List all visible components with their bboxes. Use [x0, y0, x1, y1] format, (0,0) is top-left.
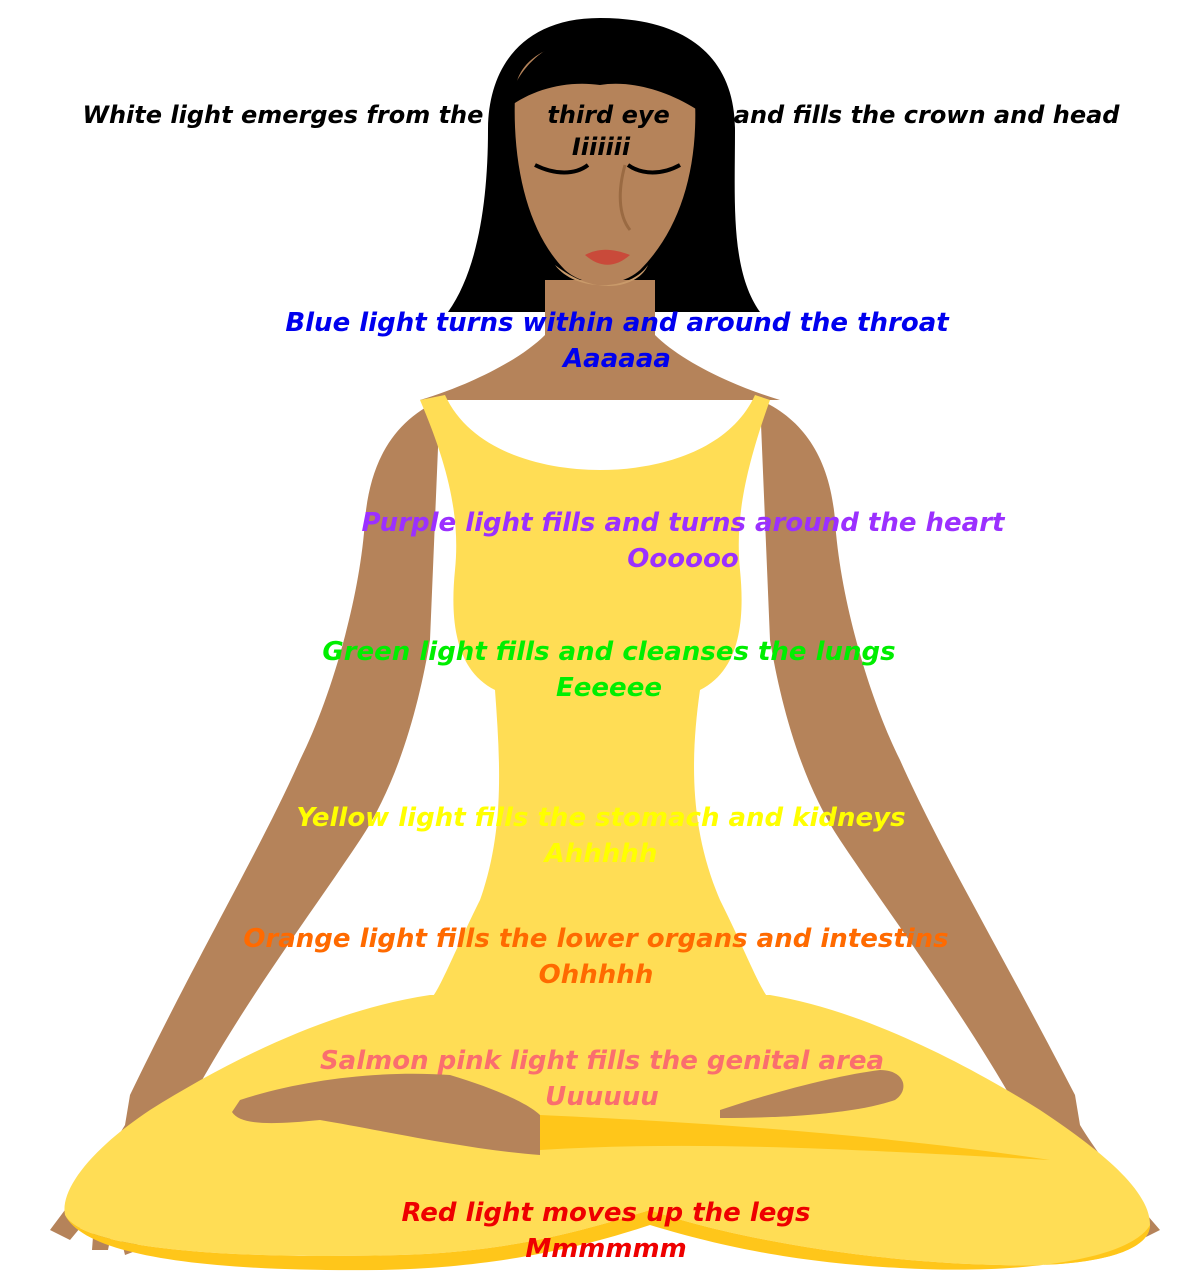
lips: [585, 249, 630, 265]
right-eye: [626, 163, 681, 175]
heart-text: Purple light fills and turns around the …: [361, 508, 1005, 538]
stomach-label: Yellow light fills the stomach and kidne…: [0, 800, 1202, 872]
stomach-text: Yellow light fills the stomach and kidne…: [296, 803, 906, 833]
throat-chakra-label: Blue light turns within and around the t…: [16, 305, 1202, 377]
right-arm: [760, 400, 1160, 1255]
stomach-sound: Ahhhhh: [544, 839, 658, 869]
chin-shadow: [555, 265, 648, 286]
lungs-label: Green light fills and cleanses the lungs…: [8, 634, 1202, 706]
neck-shoulders: [420, 280, 780, 400]
torso: [420, 395, 770, 1000]
legs-sound: Mmmmmm: [525, 1234, 687, 1264]
left-foot: [232, 1073, 540, 1155]
lungs-sound: Eeeeee: [556, 673, 662, 703]
leg-crease: [540, 1115, 1050, 1160]
throat-text: Blue light turns within and around the t…: [285, 308, 949, 338]
bangs: [505, 35, 705, 115]
nose: [618, 164, 632, 231]
genital-text: Salmon pink light fills the genital area: [319, 1046, 885, 1076]
lower-sound: Ohhhhh: [538, 960, 654, 990]
crown-text-part3: and fills the crown and head: [733, 101, 1120, 129]
legs-text: Red light moves up the legs: [401, 1198, 811, 1228]
left-arm: [50, 400, 440, 1255]
crown-chakra-text: White light emerges from the third eye a…: [0, 99, 1202, 131]
legs-label: Red light moves up the legs Mmmmmm: [5, 1195, 1202, 1267]
lower-text: Orange light fills the lower organs and …: [243, 924, 949, 954]
crown-chakra-label: White light emerges from the third eye a…: [0, 99, 1202, 163]
heart-chakra-label: Purple light fills and turns around the …: [82, 505, 1202, 577]
genital-label: Salmon pink light fills the genital area…: [1, 1043, 1202, 1115]
crown-sound: Iiiiiii: [571, 133, 631, 161]
genital-sound: Uuuuuu: [545, 1082, 659, 1112]
lungs-text: Green light fills and cleanses the lungs: [322, 637, 896, 667]
heart-sound: Oooooo: [627, 544, 739, 574]
crown-text-part1: White light emerges from the: [82, 101, 484, 129]
right-foot: [720, 1070, 904, 1118]
crown-text-part2: third eye: [547, 101, 670, 129]
throat-sound: Aaaaaa: [563, 344, 671, 374]
left-eye: [534, 163, 590, 175]
face: [514, 40, 696, 284]
lower-organs-label: Orange light fills the lower organs and …: [0, 921, 1197, 993]
